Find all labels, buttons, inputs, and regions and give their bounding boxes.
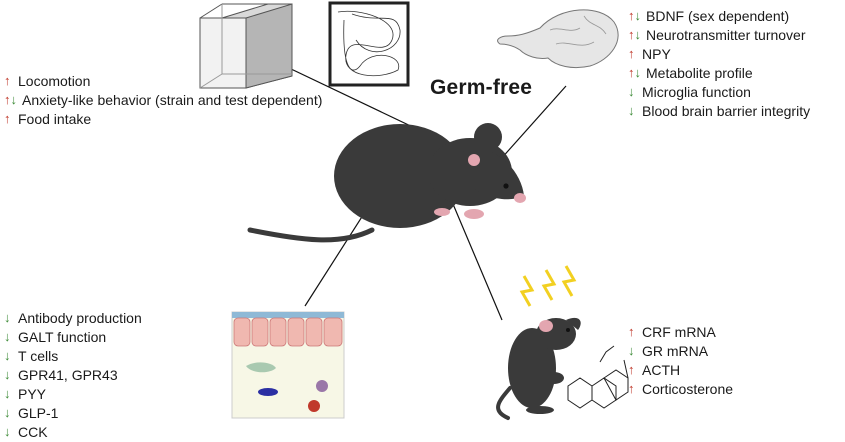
- brain-icon: [497, 9, 619, 69]
- up-arrow-icon: ↑: [4, 111, 11, 126]
- effect-item: ↑ Food intake: [4, 109, 322, 128]
- effect-item: ↑ ACTH: [628, 360, 733, 379]
- effect-item: ↑↓ Anxiety-like behavior (strain and test…: [4, 90, 322, 109]
- up-down-arrow-icon: ↑↓: [628, 27, 641, 42]
- effect-label: BDNF (sex dependent): [646, 7, 790, 24]
- up-arrow-icon: ↑: [628, 362, 635, 377]
- corticosterone-structure-icon: [567, 345, 629, 409]
- up-down-arrow-icon: ↑↓: [628, 8, 641, 23]
- effect-label: GPR41, GPR43: [18, 366, 118, 383]
- down-arrow-icon: ↓: [4, 310, 11, 325]
- germ-free-mouse-icon: [247, 123, 526, 243]
- effect-item: ↓ GPR41, GPR43: [4, 365, 142, 384]
- effect-label: T cells: [18, 347, 59, 364]
- diagram-title: Germ-free: [430, 76, 533, 99]
- effect-label: CRF mRNA: [642, 323, 716, 340]
- stress-bolt-icon: [519, 265, 577, 307]
- effect-label: CCK: [18, 423, 48, 440]
- up-arrow-icon: ↑: [628, 324, 635, 339]
- effect-item: ↓ CCK: [4, 422, 142, 441]
- effect-label: Food intake: [18, 110, 92, 127]
- effect-item: ↑ Locomotion: [4, 71, 322, 90]
- effect-label: GR mRNA: [642, 342, 709, 359]
- stressed-mouse-icon: [496, 317, 581, 420]
- effect-item: ↑ CRF mRNA: [628, 322, 733, 341]
- down-arrow-icon: ↓: [4, 367, 11, 382]
- down-arrow-icon: ↓: [628, 103, 635, 118]
- down-arrow-icon: ↓: [4, 386, 11, 401]
- open-field-box-icon: [199, 3, 293, 89]
- effect-label: Antibody production: [18, 309, 142, 326]
- up-down-arrow-icon: ↑↓: [628, 65, 641, 80]
- hpa-axis-effects-list: ↑ CRF mRNA ↓ GR mRNA ↑ ACTH ↑ Corticosterone: [628, 322, 733, 398]
- effect-item: ↓ PYY: [4, 384, 142, 403]
- behavior-effects-list: ↑ Locomotion↑↓ Anxiety-like behavior (stra…: [4, 71, 322, 128]
- effect-item: ↓ GALT function: [4, 327, 142, 346]
- gut-epithelium-icon: [231, 311, 345, 419]
- effect-label: Corticosterone: [642, 380, 734, 397]
- down-arrow-icon: ↓: [4, 329, 11, 344]
- effect-label: Neurotransmitter turnover: [646, 26, 806, 43]
- down-arrow-icon: ↓: [4, 424, 11, 439]
- down-arrow-icon: ↓: [4, 348, 11, 363]
- effect-label: NPY: [642, 45, 671, 62]
- effect-item: ↓ Blood brain barrier integrity: [628, 101, 810, 120]
- effect-item: ↓ GLP-1: [4, 403, 142, 422]
- effect-item: ↓ Antibody production: [4, 308, 142, 327]
- effect-label: ACTH: [642, 361, 681, 378]
- connector-brain: [499, 85, 567, 161]
- down-arrow-icon: ↓: [628, 343, 635, 358]
- up-arrow-icon: ↑: [628, 46, 635, 61]
- down-arrow-icon: ↓: [628, 84, 635, 99]
- effect-item: ↑↓ BDNF (sex dependent): [628, 6, 810, 25]
- effect-label: GLP-1: [18, 404, 59, 421]
- effect-label: Blood brain barrier integrity: [642, 102, 811, 119]
- effect-label: Metabolite profile: [646, 64, 753, 81]
- effect-label: PYY: [18, 385, 47, 402]
- effect-item: ↑↓ Neurotransmitter turnover: [628, 25, 810, 44]
- down-arrow-icon: ↓: [4, 405, 11, 420]
- gut-effects-list: ↓ Antibody production ↓ GALT function ↓ T cel…: [4, 308, 142, 441]
- up-down-arrow-icon: ↑↓: [4, 92, 17, 107]
- tracking-path-icon: [328, 1, 410, 87]
- effect-item: ↓ T cells: [4, 346, 142, 365]
- effect-item: ↑↓ Metabolite profile: [628, 63, 810, 82]
- effect-label: GALT function: [18, 328, 107, 345]
- brain-effects-list: ↑↓BDNF (sex dependent)↑↓Neurotransmitter…: [628, 6, 810, 120]
- up-arrow-icon: ↑: [628, 381, 635, 396]
- effect-label: Locomotion: [18, 72, 91, 89]
- effect-item: ↓ GR mRNA: [628, 341, 733, 360]
- effect-item: ↓ Microglia function: [628, 82, 810, 101]
- effect-label: Anxiety-like behavior (strain and test d…: [22, 91, 323, 108]
- effect-label: Microglia function: [642, 83, 751, 100]
- effect-item: ↑ NPY: [628, 44, 810, 63]
- effect-item: ↑ Corticosterone: [628, 379, 733, 398]
- up-arrow-icon: ↑: [4, 73, 11, 88]
